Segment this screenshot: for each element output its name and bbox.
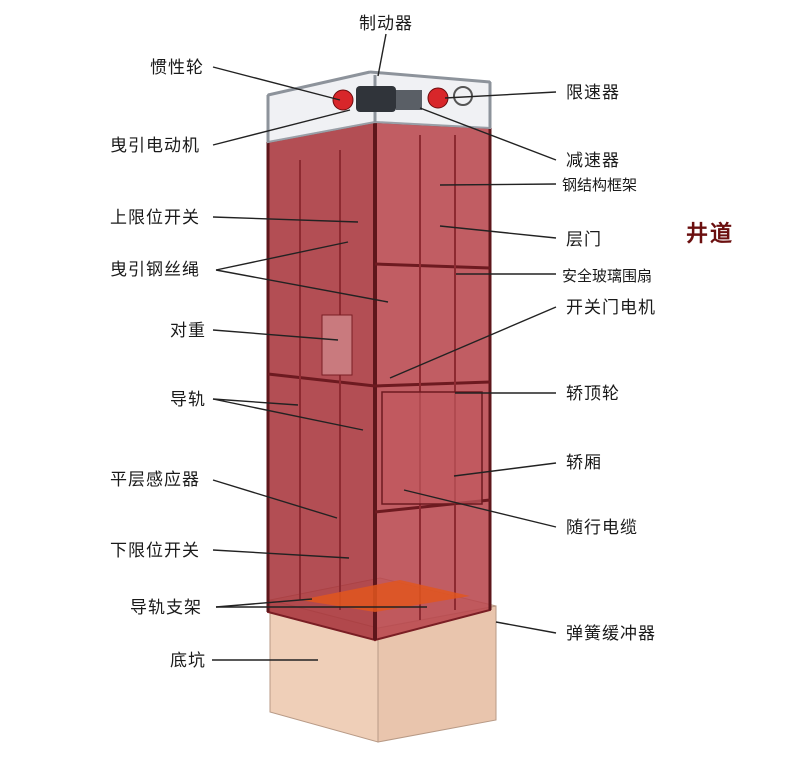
label-reducer: 减速器 — [566, 151, 620, 171]
label-speed-governor: 限速器 — [566, 83, 620, 103]
label-safety-glass: 安全玻璃围扇 — [562, 267, 653, 285]
label-upper-limit-switch: 上限位开关 — [110, 208, 200, 228]
label-spring-buffer: 弹簧缓冲器 — [566, 624, 656, 644]
label-steel-frame: 钢结构框架 — [562, 176, 638, 194]
label-counterweight: 对重 — [170, 321, 206, 341]
label-flywheel: 惯性轮 — [150, 58, 204, 78]
diagram-title: 井道 — [686, 221, 735, 247]
label-brake: 制动器 — [359, 14, 413, 34]
label-landing-door: 层门 — [566, 230, 602, 250]
label-leveling-sensor: 平层感应器 — [110, 470, 200, 490]
label-traction-motor: 曳引电动机 — [110, 136, 200, 156]
label-car-top-sheave: 轿顶轮 — [566, 384, 620, 404]
label-pit: 底坑 — [170, 651, 206, 671]
shaft-body — [266, 120, 492, 642]
label-guide-rail: 导轨 — [170, 390, 206, 410]
label-car: 轿厢 — [566, 453, 602, 473]
label-door-motor: 开关门电机 — [566, 298, 656, 318]
label-travel-cable: 随行电缆 — [566, 518, 638, 538]
label-rail-bracket: 导轨支架 — [130, 598, 202, 618]
leader-lines — [212, 33, 557, 661]
machine-room — [266, 70, 492, 144]
label-traction-rope: 曳引钢丝绳 — [110, 260, 200, 280]
label-lower-limit-switch: 下限位开关 — [110, 541, 200, 561]
